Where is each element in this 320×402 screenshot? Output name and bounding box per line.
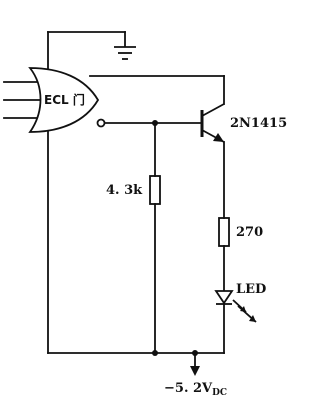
supply-terminal: −5. 2VDC [164,352,227,398]
junction-node [152,350,158,356]
schematic-canvas: ECL 门 2N1415 4. 3k 270 LED [3,31,287,398]
transistor-2n1415: 2N1415 [200,103,287,143]
circuit-diagram: ECL 门 2N1415 4. 3k 270 LED [3,31,287,398]
led-label: LED [236,282,266,297]
inverter-bubble [96,118,106,128]
transistor-label: 2N1415 [230,116,287,131]
supply-label: −5. 2VDC [164,381,227,398]
led: LED [214,282,266,323]
ecl-gate: ECL 门 [3,67,106,133]
ground-symbol [47,31,136,69]
resistor-a-label: 4. 3k [106,183,143,198]
gate-label: ECL 门 [44,92,85,107]
resistor-270: 270 [218,217,263,247]
resistor-b-label: 270 [236,225,263,240]
resistor-4k3: 4. 3k [106,122,161,354]
